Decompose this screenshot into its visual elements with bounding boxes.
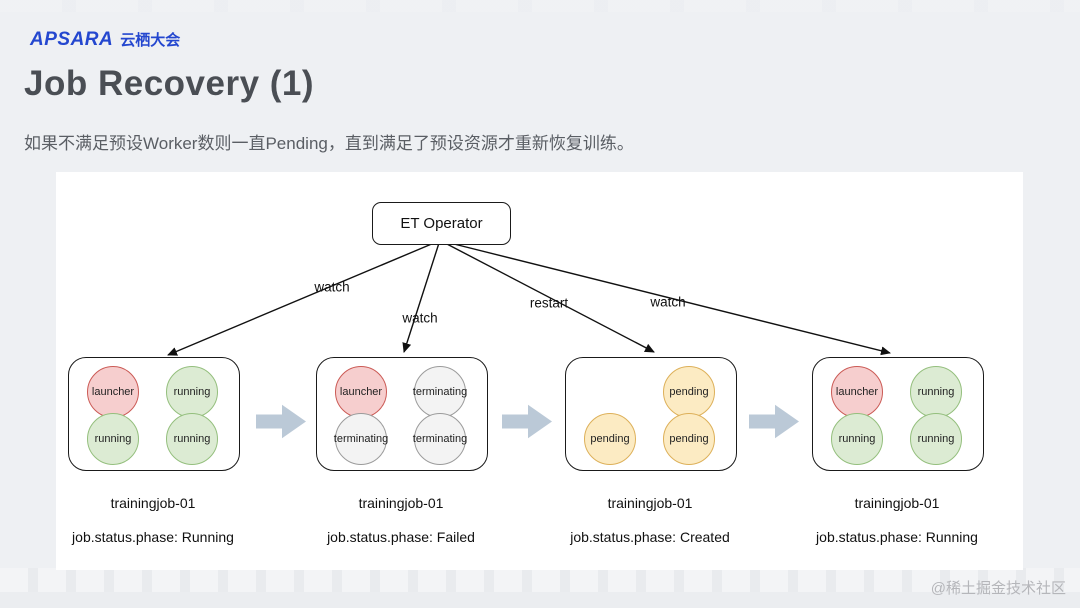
job-status-label: job.status.phase: Failed: [327, 529, 475, 545]
logo-brand-text: APSARA: [30, 29, 114, 50]
apsara-logo: APSARA 云栖大会: [30, 29, 180, 51]
pod-circle: terminating: [413, 366, 467, 418]
trainingjob-group: launcher running running running trainin…: [33, 357, 273, 557]
et-operator-label: ET Operator: [400, 215, 483, 232]
job-name-label: trainingjob-01: [110, 495, 196, 511]
job-name-label: trainingjob-01: [607, 495, 693, 511]
top-pattern-strip: [0, 0, 1080, 12]
watermark: @稀土掘金技术社区: [930, 580, 1066, 597]
logo-event-text: 云栖大会: [120, 32, 181, 49]
job-status-label: job.status.phase: Running: [816, 529, 978, 545]
bottom-pattern-strip: [0, 568, 1080, 592]
pod-circle: running: [166, 366, 218, 418]
pod-group-box: launcher running running running: [812, 357, 984, 471]
edge-label: restart: [529, 295, 569, 311]
job-status-label: job.status.phase: Running: [72, 529, 234, 545]
pod-circle: running: [87, 413, 139, 465]
pod-circle: pending: [584, 413, 636, 465]
trainingjob-group: launcher terminating terminating termina…: [281, 357, 521, 557]
pod-circle: running: [910, 413, 962, 465]
pod-circle: terminating: [334, 413, 388, 465]
edge-label: watch: [650, 294, 686, 310]
pod-circle: pending: [663, 366, 715, 418]
pod-circle: pending: [663, 413, 715, 465]
bottom-base-strip: [0, 592, 1080, 608]
page-title: Job Recovery (1): [24, 64, 315, 103]
job-name-label: trainingjob-01: [358, 495, 444, 511]
edge-label: watch: [314, 279, 350, 295]
trainingjob-group: pending pending pending trainingjob-01 j…: [530, 357, 770, 557]
pod-group-box: launcher terminating terminating termina…: [316, 357, 488, 471]
pod-circle: running: [831, 413, 883, 465]
pod-circle: launcher: [831, 366, 883, 418]
diagram-panel: ET Operator watch watch restart watch la…: [56, 172, 1023, 570]
job-status-label: job.status.phase: Created: [570, 529, 730, 545]
connector-lines: [167, 242, 891, 356]
pod-circle: terminating: [413, 413, 467, 465]
pod-circle: launcher: [335, 366, 387, 418]
trainingjob-group: launcher running running running trainin…: [777, 357, 1017, 557]
pod-circle: launcher: [87, 366, 139, 418]
et-operator-node: ET Operator: [372, 202, 511, 245]
job-name-label: trainingjob-01: [854, 495, 940, 511]
pod-circle: running: [910, 366, 962, 418]
edge-label: watch: [402, 310, 438, 326]
pod-circle: running: [166, 413, 218, 465]
pod-group-box: launcher running running running: [68, 357, 240, 471]
pod-group-box: pending pending pending: [565, 357, 737, 471]
page-subtitle: 如果不满足预设Worker数则一直Pending，直到满足了预设资源才重新恢复训…: [24, 134, 634, 153]
